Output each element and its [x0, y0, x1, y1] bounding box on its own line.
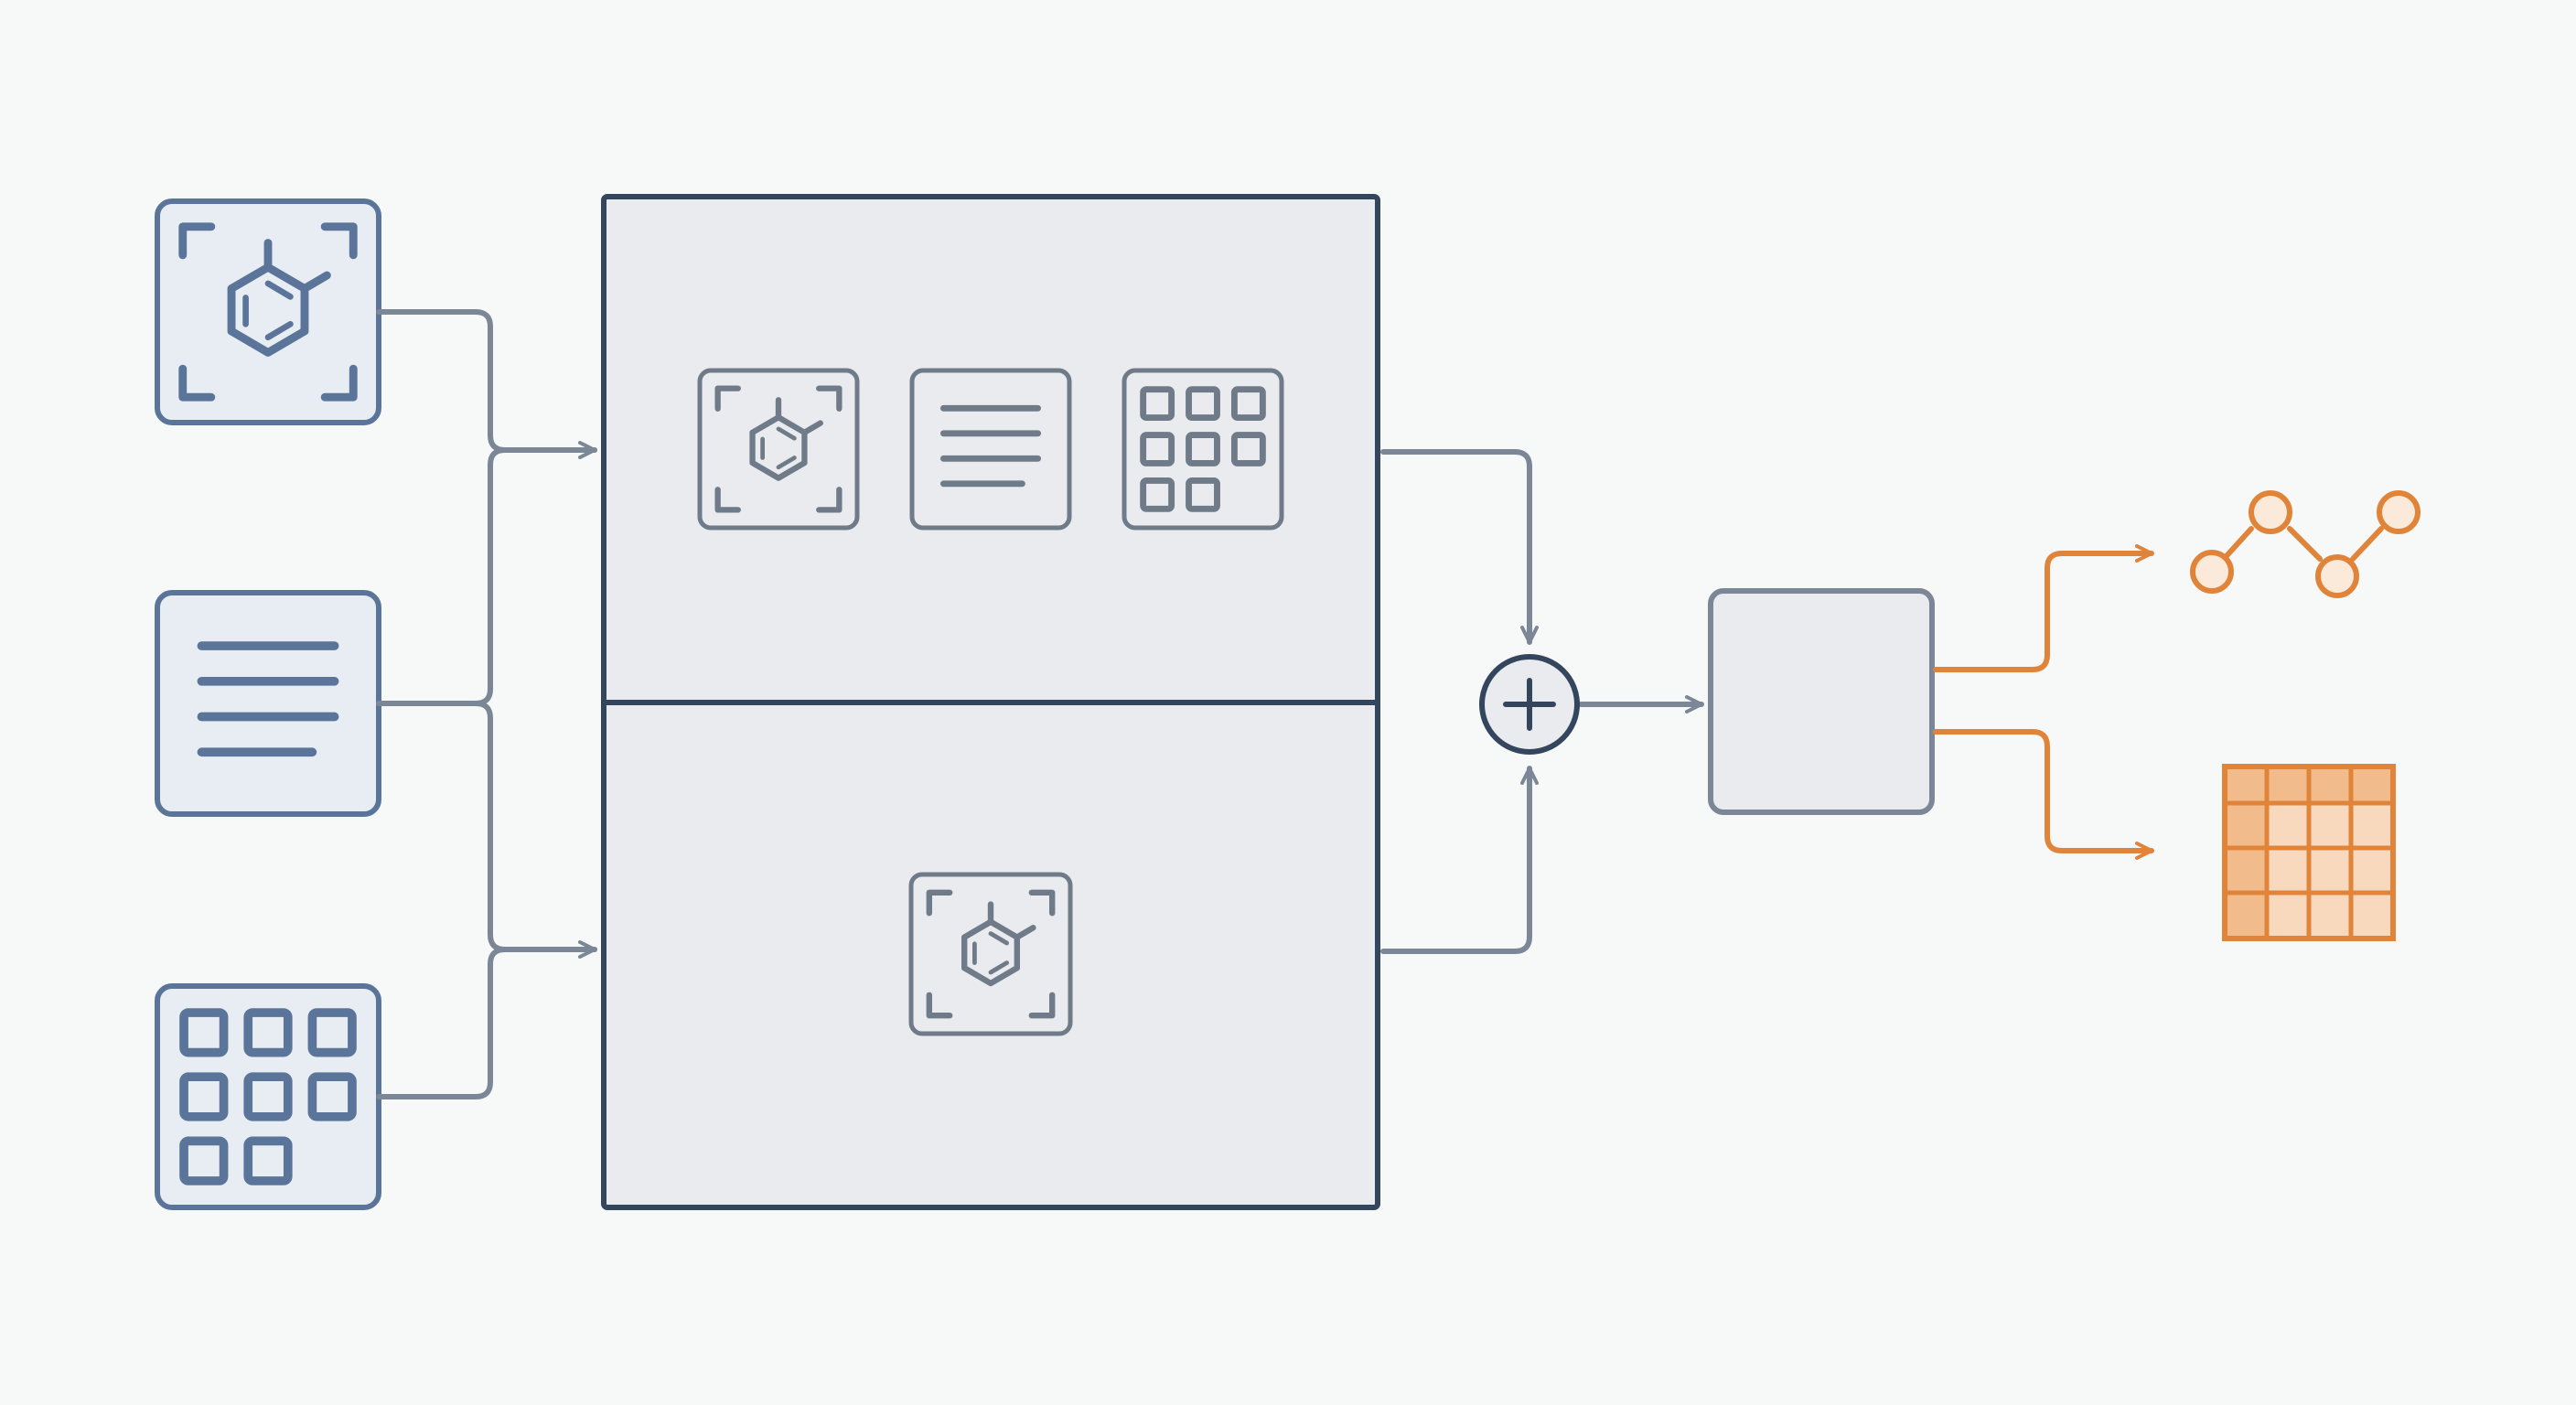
encoder-lower-section — [908, 872, 1073, 1036]
input-molecule-tile — [155, 198, 381, 425]
prediction-head-box — [1708, 588, 1935, 815]
encoder-grid-tile — [1122, 368, 1284, 531]
node-graph-icon — [2190, 490, 2420, 598]
table-grid-icon — [2222, 764, 2396, 941]
output-connectors — [1933, 544, 2154, 860]
input-grid-tile — [155, 983, 381, 1210]
encoder-text-tile — [909, 368, 1072, 531]
encoder-molecule-tile — [697, 368, 860, 531]
input-text-tile — [155, 590, 381, 817]
fusion-connectors — [1380, 449, 1704, 954]
encoder-lower-molecule-tile — [908, 872, 1073, 1036]
input-connectors — [376, 309, 597, 1099]
graph-output — [2190, 490, 2420, 598]
encoder-block — [601, 194, 1380, 1210]
plus-icon — [1503, 678, 1556, 731]
fusion-node — [1479, 654, 1580, 755]
encoder-upper-section — [697, 368, 1284, 531]
table-output — [2222, 764, 2396, 941]
